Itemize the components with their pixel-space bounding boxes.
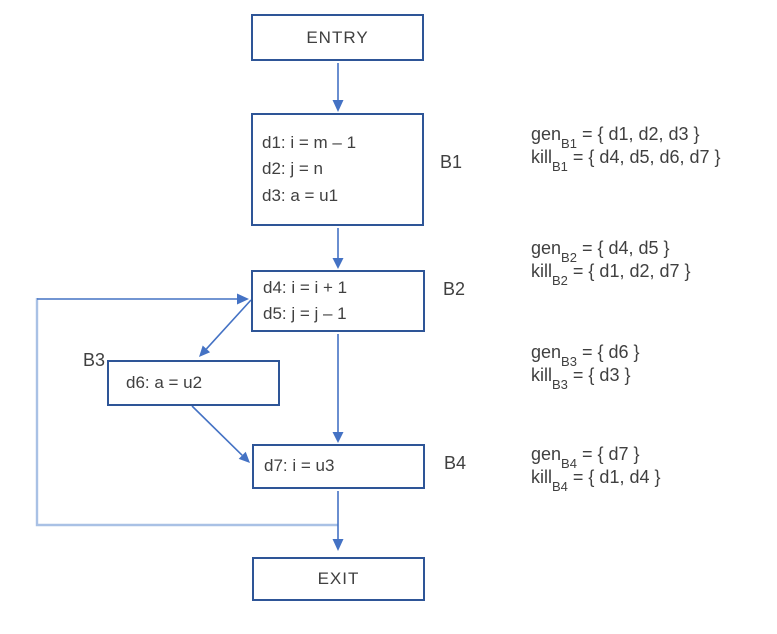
exit-label: EXIT bbox=[317, 569, 360, 588]
gen-func: gen bbox=[531, 444, 562, 464]
gen-subscript: B2 bbox=[561, 249, 577, 265]
gen-line-b2: genB2 = { d4, d5 } bbox=[531, 237, 691, 264]
genkill-set-b1: genB1 = { d1, d2, d3 } killB1 = { d4, d5… bbox=[531, 123, 721, 173]
kill-line-b3: killB3 = { d3 } bbox=[531, 364, 640, 391]
edge-b2-to-b3 bbox=[199, 299, 252, 357]
gen-subscript: B3 bbox=[561, 353, 577, 369]
statement-d5: d5: j = j – 1 bbox=[263, 304, 347, 323]
edge-loop-into-b2 bbox=[37, 293, 249, 305]
node-b1: d1: i = m – 1 d2: j = n d3: a = u1 bbox=[251, 113, 424, 226]
node-entry: ENTRY bbox=[251, 14, 424, 61]
gen-subscript: B4 bbox=[561, 455, 577, 471]
node-exit: EXIT bbox=[252, 557, 425, 601]
arrowhead-icon bbox=[199, 345, 211, 357]
block-label-b3: B3 bbox=[82, 350, 105, 370]
edge-b3-to-b4 bbox=[191, 405, 250, 463]
gen-value: = { d1, d2, d3 } bbox=[576, 124, 700, 144]
gen-value: = { d7 } bbox=[576, 444, 640, 464]
genkill-set-b4: genB4 = { d7 } killB4 = { d1, d4 } bbox=[531, 443, 661, 493]
edge-entry-to-b1 bbox=[332, 63, 344, 112]
arrowhead-icon bbox=[238, 451, 250, 463]
arrowhead-icon bbox=[332, 100, 344, 112]
node-b3: d6: a = u2 bbox=[107, 360, 280, 406]
statement-d4: d4: i = i + 1 bbox=[263, 277, 348, 297]
kill-line-b1: killB1 = { d4, d5, d6, d7 } bbox=[531, 146, 721, 173]
statement-d3: d3: a = u1 bbox=[262, 185, 339, 205]
block-label-b4: B4 bbox=[444, 453, 467, 473]
gen-func: gen bbox=[531, 342, 562, 362]
block-label-b1: B1 bbox=[440, 152, 463, 172]
gen-value: = { d6 } bbox=[576, 342, 640, 362]
kill-value: = { d1, d4 } bbox=[567, 467, 661, 487]
arrowhead-icon bbox=[332, 432, 344, 443]
gen-line-b1: genB1 = { d1, d2, d3 } bbox=[531, 123, 721, 150]
edge-b4-to-b2-loop-line bbox=[35, 298, 338, 527]
gen-func: gen bbox=[531, 238, 562, 258]
statement-d7: d7: i = u3 bbox=[264, 456, 335, 476]
statement-d6: d6: a = u2 bbox=[126, 372, 203, 392]
genkill-set-b2: genB2 = { d4, d5 } killB2 = { d1, d2, d7… bbox=[531, 237, 691, 287]
statement-d1: d1: i = m – 1 bbox=[262, 132, 357, 152]
kill-value: = { d3 } bbox=[567, 365, 631, 385]
kill-subscript: B2 bbox=[552, 272, 568, 288]
kill-func: kill bbox=[531, 365, 552, 385]
kill-line-b4: killB4 = { d1, d4 } bbox=[531, 466, 661, 493]
statement-d2: d2: j = n bbox=[262, 159, 323, 179]
node-b2: d4: i = i + 1 d5: j = j – 1 bbox=[251, 270, 425, 332]
kill-subscript: B3 bbox=[552, 376, 568, 392]
kill-func: kill bbox=[531, 467, 552, 487]
gen-value: = { d4, d5 } bbox=[576, 238, 670, 258]
node-b4: d7: i = u3 bbox=[252, 444, 425, 489]
edge-b1-to-b2 bbox=[332, 228, 344, 269]
edge-b2-to-b4 bbox=[332, 334, 344, 443]
gen-line-b4: genB4 = { d7 } bbox=[531, 443, 661, 470]
kill-line-b2: killB2 = { d1, d2, d7 } bbox=[531, 260, 691, 287]
kill-func: kill bbox=[531, 147, 552, 167]
kill-subscript: B4 bbox=[552, 478, 568, 494]
arrowhead-icon bbox=[332, 539, 344, 551]
gen-subscript: B1 bbox=[561, 135, 577, 151]
block-label-b2: B2 bbox=[443, 279, 466, 299]
arrowhead-icon bbox=[237, 293, 249, 305]
kill-subscript: B1 bbox=[552, 158, 568, 174]
edge-b4-to-exit bbox=[332, 491, 344, 551]
entry-label: ENTRY bbox=[306, 27, 369, 47]
genkill-set-b3: genB3 = { d6 } killB3 = { d3 } bbox=[531, 341, 640, 391]
arrowhead-icon bbox=[332, 258, 344, 269]
kill-func: kill bbox=[531, 261, 552, 281]
kill-value: = { d1, d2, d7 } bbox=[567, 261, 691, 281]
gen-line-b3: genB3 = { d6 } bbox=[531, 341, 640, 368]
gen-func: gen bbox=[531, 124, 562, 144]
kill-value: = { d4, d5, d6, d7 } bbox=[567, 147, 721, 167]
